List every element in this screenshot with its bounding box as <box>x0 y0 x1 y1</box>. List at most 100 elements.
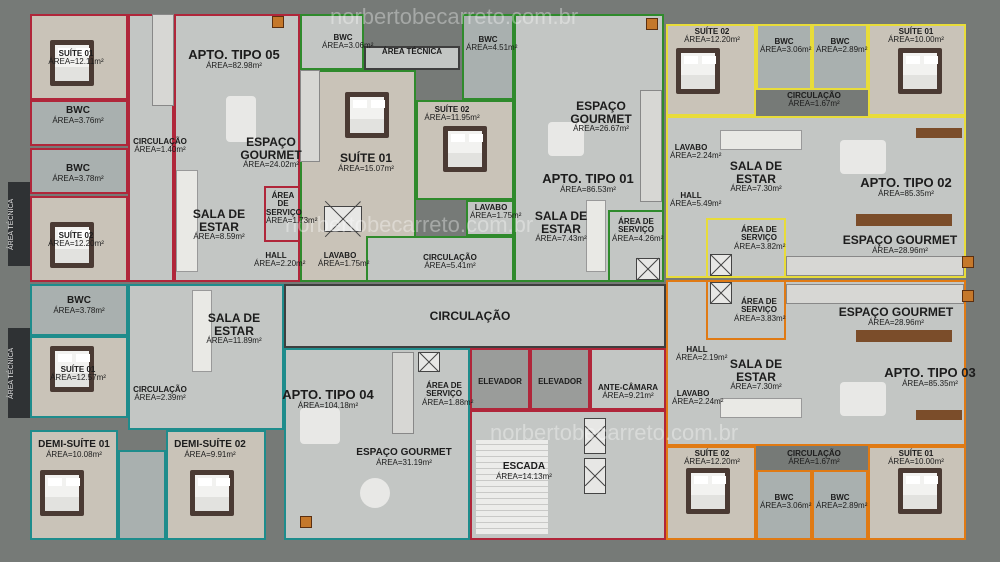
shaft-icon <box>584 458 606 494</box>
bed-icon <box>443 126 487 172</box>
kitchen-counter-icon <box>786 284 964 304</box>
shaft-icon <box>710 254 732 276</box>
wood-bench-icon <box>856 330 952 342</box>
label-elevador-2: ELEVADOR <box>538 377 582 386</box>
plant-icon <box>646 18 658 30</box>
room-elevador-1 <box>470 348 530 410</box>
kitchen-counter-icon <box>640 90 662 202</box>
sofa-icon <box>586 200 606 272</box>
bed-icon <box>898 48 942 94</box>
bed-icon <box>898 468 942 514</box>
sofa-icon <box>720 398 802 418</box>
kitchen-counter-icon <box>300 70 320 162</box>
room-demi02 <box>166 430 266 540</box>
bed-icon <box>345 92 389 138</box>
kitchen-counter-icon <box>786 256 964 276</box>
bed-icon <box>50 40 94 86</box>
label-circulacao-main: CIRCULAÇÃO <box>429 309 511 323</box>
side-label-area-tecnica: ÁREA TÉCNICA <box>8 328 30 418</box>
shaft-icon <box>584 418 606 454</box>
room-servico05 <box>264 186 300 242</box>
kitchen-counter-icon <box>152 14 174 106</box>
dining-table-icon <box>840 140 886 174</box>
bed-icon <box>686 468 730 514</box>
watermark: norbertobecarreto.com.br <box>490 420 739 445</box>
plant-icon <box>300 516 312 528</box>
bed-icon <box>676 48 720 94</box>
dining-table-icon <box>548 122 584 156</box>
room-bwc-demi <box>118 450 166 540</box>
bed-icon <box>190 470 234 516</box>
room-bwc-g <box>30 284 128 336</box>
side-label-area-tecnica: ÁREA TÉCNICA <box>8 182 30 266</box>
watermark: norbertobecarreto.com.br <box>330 4 579 29</box>
watermark: norbertobecarreto.com.br <box>285 212 534 237</box>
label-area-tecnica: ÁREA TÉCNICA <box>381 47 443 56</box>
bed-icon <box>50 346 94 392</box>
shaft-icon <box>710 282 732 304</box>
kitchen-counter-icon <box>392 352 414 434</box>
room-circulacao-main <box>284 284 666 348</box>
wood-bench-icon <box>916 410 962 420</box>
room-bwc-e <box>756 24 812 90</box>
plant-icon <box>962 256 974 268</box>
dining-table-icon <box>840 382 886 416</box>
room-bwc-a <box>30 100 128 146</box>
room-gourmet04 <box>284 348 470 540</box>
room-bwc-d <box>462 14 514 100</box>
wood-bench-icon <box>856 214 952 226</box>
room-bwc-h <box>756 470 812 540</box>
plant-icon <box>272 16 284 28</box>
room-bwc-f <box>812 24 868 90</box>
shaft-icon <box>636 258 660 280</box>
bed-icon <box>40 470 84 516</box>
shaft-icon <box>418 352 440 372</box>
room-bwc-c <box>300 14 364 70</box>
room-antecamara <box>590 348 666 410</box>
